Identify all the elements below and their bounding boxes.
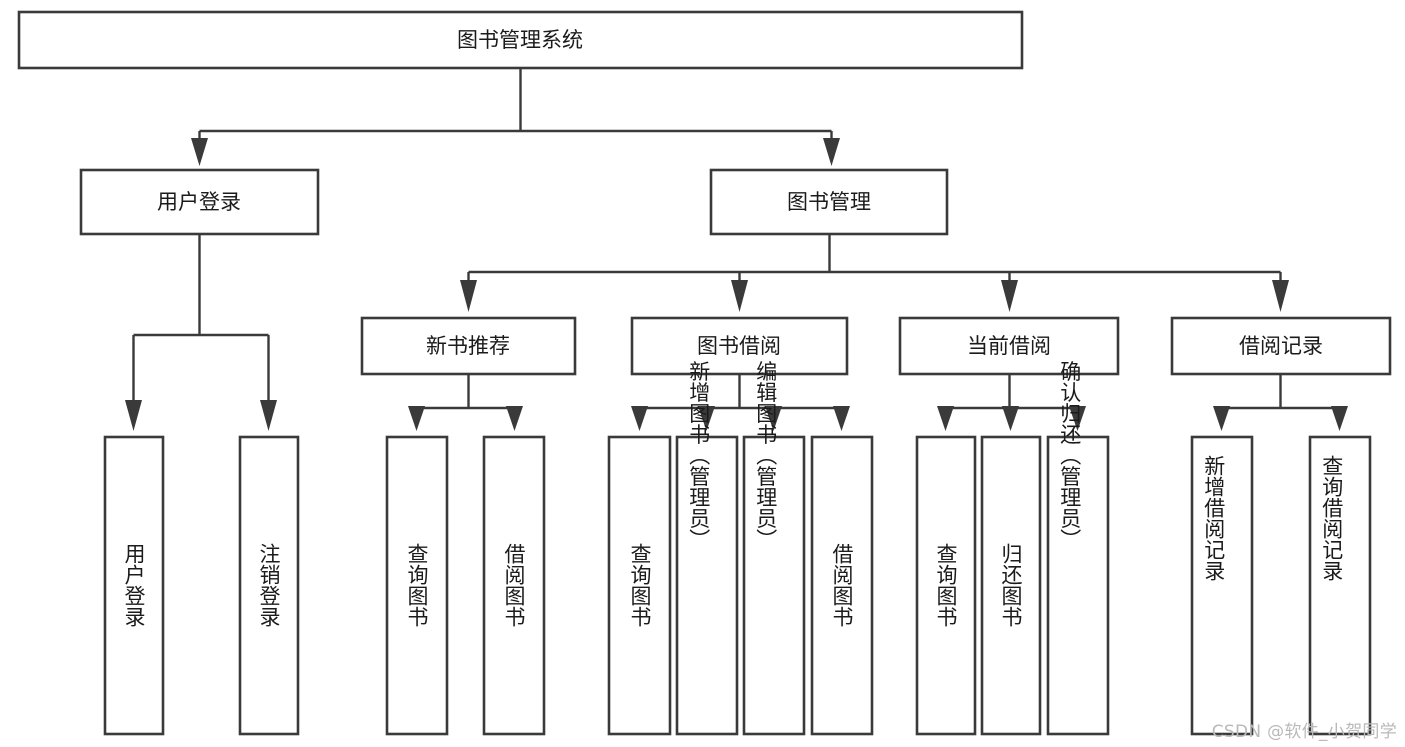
node-root-label: 图书管理系统	[457, 28, 583, 52]
node-leaf-user-login[interactable]: 用户登录	[103, 435, 165, 736]
arrow-head-newbook	[460, 280, 477, 312]
connector-group-current	[937, 374, 1086, 431]
node-book-borrow-box[interactable]	[630, 316, 849, 376]
node-leaf-return-book-label: 归还图书	[999, 543, 1023, 627]
arrow-head-borrow	[731, 280, 748, 312]
arrow-head-leaf-add-record	[1213, 406, 1230, 431]
node-leaf-borrow-book-newbook-box[interactable]	[482, 435, 546, 736]
node-leaf-query-book-current[interactable]: 查询图书	[915, 435, 977, 736]
node-leaf-query-record[interactable]: 查询借阅记录	[1308, 435, 1372, 736]
arrow-head-book-mgmt	[823, 138, 840, 166]
node-leaf-query-book-borrow-label: 查询图书	[628, 543, 652, 627]
node-leaf-query-book-current-box[interactable]	[915, 435, 977, 736]
node-new-book-recommend[interactable]: 新书推荐	[360, 316, 577, 376]
node-leaf-add-book[interactable]: 新增图书（管理员）	[675, 361, 739, 736]
node-leaf-edit-book-box[interactable]	[742, 435, 806, 736]
arrow-head-leaf-query-book-1	[408, 406, 425, 431]
node-current-borrow-label: 当前借阅	[967, 334, 1051, 358]
node-borrow-record-label: 借阅记录	[1239, 334, 1323, 358]
arrow-head-leaf-user-login	[125, 400, 142, 431]
node-leaf-borrow-book-borrow[interactable]: 借阅图书	[810, 435, 874, 736]
node-leaf-add-record-box[interactable]	[1190, 435, 1254, 736]
node-leaf-edit-book-label: 编辑图书（管理员）	[754, 361, 778, 550]
node-leaf-query-book-borrow-box[interactable]	[607, 435, 672, 736]
connector-group-book-mgmt	[460, 234, 1289, 312]
node-book-borrow-label: 图书借阅	[697, 334, 781, 358]
node-leaf-return-book-box[interactable]	[980, 435, 1042, 736]
node-leaf-add-book-box[interactable]	[675, 435, 739, 736]
node-leaf-borrow-book-newbook-label: 借阅图书	[502, 543, 526, 627]
node-user-login[interactable]: 用户登录	[79, 168, 320, 236]
node-leaf-query-book-newbook[interactable]: 查询图书	[385, 435, 449, 736]
node-leaf-borrow-book-borrow-label: 借阅图书	[830, 543, 854, 627]
node-current-borrow-box[interactable]	[898, 316, 1120, 376]
node-leaf-query-book-newbook-label: 查询图书	[405, 543, 429, 627]
node-book-management[interactable]: 图书管理	[709, 168, 949, 236]
node-leaf-add-record[interactable]: 新增借阅记录	[1190, 435, 1254, 736]
node-leaf-logout-box[interactable]	[238, 435, 300, 736]
arrow-head-current	[1001, 280, 1018, 312]
node-leaf-borrow-book-borrow-box[interactable]	[810, 435, 874, 736]
node-leaf-query-record-label: 查询借阅记录	[1320, 455, 1344, 581]
node-leaf-query-record-box[interactable]	[1308, 435, 1372, 736]
node-leaf-return-book[interactable]: 归还图书	[980, 435, 1042, 736]
node-leaf-confirm-return-box[interactable]	[1046, 435, 1110, 736]
node-leaf-user-login-label: 用户登录	[122, 543, 146, 627]
node-user-login-label: 用户登录	[157, 190, 241, 214]
node-borrow-record[interactable]: 借阅记录	[1170, 316, 1392, 376]
node-current-borrow[interactable]: 当前借阅	[898, 316, 1120, 376]
node-leaf-confirm-return[interactable]: 确认归还（管理员）	[1046, 361, 1110, 736]
watermark-label: CSDN @软件_小贺同学	[1211, 722, 1397, 742]
node-leaf-query-book-borrow[interactable]: 查询图书	[607, 435, 672, 736]
arrow-head-leaf-query-book-3	[937, 406, 954, 431]
node-leaf-add-book-label: 新增图书（管理员）	[687, 361, 711, 550]
connector-group-root	[191, 68, 840, 166]
node-new-book-recommend-box[interactable]	[360, 316, 577, 376]
node-leaf-confirm-return-label: 确认归还（管理员）	[1058, 361, 1082, 550]
node-root[interactable]: 图书管理系统	[17, 10, 1024, 70]
arrow-head-leaf-add-book	[698, 406, 715, 431]
arrow-head-leaf-confirm-return	[1069, 406, 1086, 431]
node-leaf-borrow-book-newbook[interactable]: 借阅图书	[482, 435, 546, 736]
node-user-login-box[interactable]	[79, 168, 320, 236]
node-leaf-logout[interactable]: 注销登录	[238, 435, 300, 736]
arrow-head-leaf-return-book	[1002, 406, 1019, 431]
node-leaf-user-login-box[interactable]	[103, 435, 165, 736]
arrow-head-leaf-borrow-book-2	[833, 406, 850, 431]
arrow-head-record	[1272, 280, 1289, 312]
connector-group-record	[1213, 374, 1348, 431]
node-leaf-query-book-newbook-box[interactable]	[385, 435, 449, 736]
node-book-management-label: 图书管理	[787, 190, 871, 214]
connector-group-borrow	[631, 374, 850, 431]
arrow-head-user-login	[191, 138, 208, 166]
arrow-head-leaf-logout	[260, 400, 277, 431]
node-leaf-logout-label: 注销登录	[257, 543, 281, 627]
node-leaf-query-book-current-label: 查询图书	[934, 543, 958, 627]
arrow-head-leaf-borrow-book-1	[506, 406, 523, 431]
arrow-head-leaf-query-book-2	[631, 406, 648, 431]
connector-group-user-login	[125, 234, 277, 431]
node-borrow-record-box[interactable]	[1170, 316, 1392, 376]
node-root-box[interactable]	[17, 10, 1024, 70]
node-new-book-recommend-label: 新书推荐	[426, 334, 510, 358]
arrow-head-leaf-query-record	[1331, 406, 1348, 431]
node-leaf-edit-book[interactable]: 编辑图书（管理员）	[742, 361, 806, 736]
node-book-management-box[interactable]	[709, 168, 949, 236]
connector-group-newbook	[408, 374, 523, 431]
node-book-borrow[interactable]: 图书借阅	[630, 316, 849, 376]
arrow-head-leaf-edit-book	[765, 406, 782, 431]
node-leaf-add-record-label: 新增借阅记录	[1202, 455, 1226, 581]
